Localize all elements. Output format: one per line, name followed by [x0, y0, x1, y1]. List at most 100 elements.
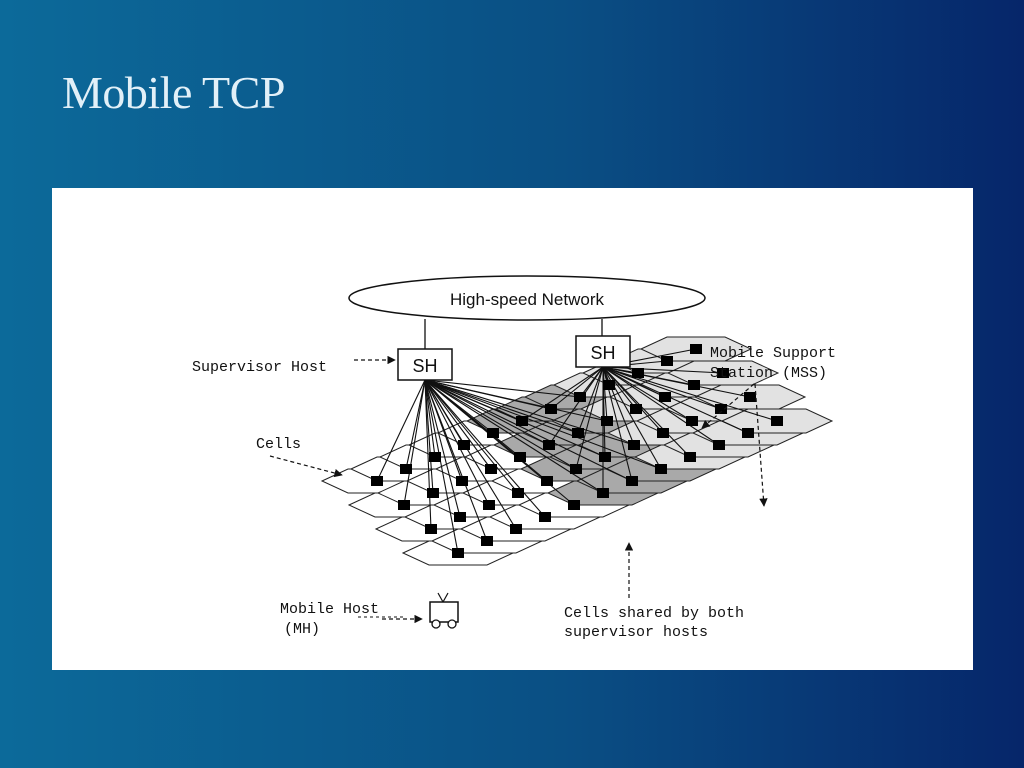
cells-arrow: [269, 455, 343, 478]
sh-mss-link: [521, 366, 604, 422]
sh-mss-link: [602, 366, 720, 446]
sh-mss-link: [548, 366, 604, 446]
sh-mss-link: [602, 366, 693, 422]
mss-marker: [655, 464, 667, 474]
sh-mss-link: [602, 366, 722, 410]
supervisor-host-label: Supervisor Host: [192, 359, 327, 376]
mss-marker: [458, 440, 470, 450]
mss-marker: [398, 500, 410, 510]
supervisor-host-left: [397, 348, 453, 381]
mss-marker: [543, 440, 555, 450]
sh-mss-link: [424, 379, 606, 458]
sh-mss-link: [602, 366, 637, 410]
mss-marker: [568, 500, 580, 510]
mss-marker: [485, 464, 497, 474]
network-label: High-speed Network: [450, 290, 605, 309]
mobile-host-icon: [429, 592, 459, 629]
mss-label-line2: Station (MSS): [710, 365, 827, 382]
mss-marker: [659, 392, 671, 402]
shared-cells-line2: supervisor hosts: [564, 624, 708, 641]
mss-marker: [481, 536, 493, 546]
sh-mss-link: [403, 379, 426, 506]
mss-marker: [452, 548, 464, 558]
sh-mss-link: [424, 379, 519, 494]
mss-marker: [572, 428, 584, 438]
mss-marker: [510, 524, 522, 534]
mss-marker: [742, 428, 754, 438]
mss-marker: [400, 464, 412, 474]
mss-marker: [483, 500, 495, 510]
mss-label-line1: Mobile Support: [710, 345, 836, 362]
mss-marker: [487, 428, 499, 438]
sh-mss-link: [424, 379, 550, 446]
mss-marker: [626, 476, 638, 486]
sh-mss-link: [550, 366, 604, 410]
sh-mss-link: [424, 379, 432, 530]
mss-marker: [661, 356, 673, 366]
mss-marker: [657, 428, 669, 438]
sh-mss-link: [424, 379, 633, 482]
mss-markers: [371, 344, 783, 558]
mss-marker: [597, 488, 609, 498]
mss-marker: [514, 452, 526, 462]
sh-right-label: SH: [590, 343, 615, 363]
mss-marker: [541, 476, 553, 486]
mss-arrow-1: [701, 383, 755, 429]
sh-mss-link: [424, 379, 436, 458]
mss-marker: [684, 452, 696, 462]
mss-marker: [570, 464, 582, 474]
mss-marker: [771, 416, 783, 426]
sh-mss-link: [424, 379, 490, 506]
mss-marker: [427, 488, 439, 498]
sh-mss-link: [602, 366, 691, 458]
sh-mss-link: [602, 366, 608, 422]
mss-arrow-2: [754, 383, 768, 507]
mss-marker: [539, 512, 551, 522]
mss-marker: [717, 368, 729, 378]
mobile-tcp-diagram: High-speed Network SH SH Supervisor Host…: [192, 275, 836, 641]
mss-marker: [632, 368, 644, 378]
sh-mss-link: [424, 379, 579, 434]
mss-marker: [429, 452, 441, 462]
sh-mss-link: [424, 379, 581, 398]
sh-mss-link: [602, 366, 751, 398]
sh-mss-link: [424, 379, 463, 482]
sh-mss-link: [424, 379, 434, 494]
mss-marker: [512, 488, 524, 498]
mss-marker: [690, 344, 702, 354]
sh-mss-link: [424, 379, 465, 446]
mss-marker: [371, 476, 383, 486]
supervisor-host-right: [575, 335, 631, 368]
sh-mss-link: [424, 379, 459, 554]
sh-mss-link: [602, 366, 749, 434]
mss-marker: [713, 440, 725, 450]
sh-mss-link: [424, 379, 492, 470]
sh-mss-link: [424, 379, 608, 422]
mss-marker: [425, 524, 437, 534]
sh-mss-link: [424, 379, 662, 470]
mobile-host-line1: Mobile Host: [280, 601, 379, 618]
mss-marker: [601, 416, 613, 426]
mobile-host-line2: (MH): [284, 621, 320, 638]
mss-marker: [688, 380, 700, 390]
sh-mss-link: [424, 379, 546, 518]
mss-marker: [715, 404, 727, 414]
slide-title: Mobile TCP: [62, 67, 285, 118]
sh-mss-link: [424, 379, 577, 470]
high-speed-network: [348, 275, 706, 321]
mss-marker: [599, 452, 611, 462]
sh-mss-link: [376, 379, 426, 482]
mss-marker: [686, 416, 698, 426]
mss-marker: [630, 404, 642, 414]
sh-mss-link: [602, 366, 724, 374]
mss-marker: [454, 512, 466, 522]
sh-mss-link: [424, 379, 635, 446]
shared-cells-line1: Cells shared by both: [564, 605, 744, 622]
sh-mss-link: [405, 379, 426, 470]
mss-marker: [574, 392, 586, 402]
mss-marker: [628, 440, 640, 450]
sh-mss-link: [575, 366, 604, 470]
sh-left-label: SH: [412, 356, 437, 376]
mss-marker: [456, 476, 468, 486]
mss-marker: [545, 404, 557, 414]
